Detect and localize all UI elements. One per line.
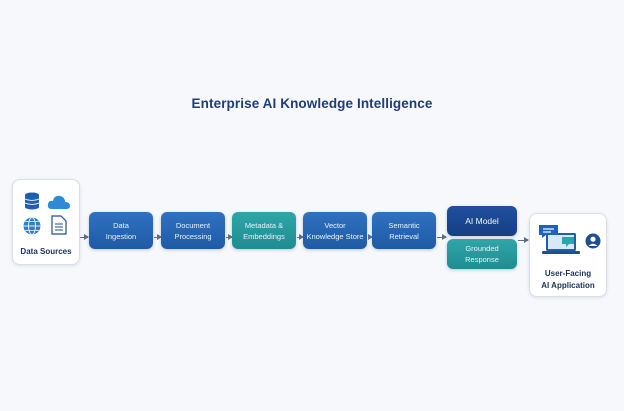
stage-line: Document [175, 220, 211, 230]
laptop-chat-icon [539, 225, 580, 254]
ai-model-label: AI Model [465, 215, 499, 226]
cloud-icon [47, 195, 70, 209]
arrow-retrieval-to-model [437, 234, 447, 240]
document-icon [51, 215, 67, 235]
stage-line: Processing [174, 231, 212, 241]
arrow-metadata-to-vector [297, 234, 304, 240]
ai-application-card: User-Facing AI Application [529, 213, 607, 297]
arrow-model-to-app [518, 237, 529, 243]
data-sources-card: Data Sources [12, 179, 80, 265]
response-line: Grounded [465, 244, 499, 253]
stage-line: Embeddings [243, 231, 285, 241]
stage-line: Knowledge Store [306, 231, 364, 241]
ai-model-box: AI Model [447, 206, 517, 236]
arrow-vector-to-retrieval [368, 234, 373, 240]
arrow-sources-to-ingestion [80, 234, 89, 240]
arrow-processing-to-metadata [226, 234, 233, 240]
arrow-ingestion-to-processing [154, 234, 162, 240]
app-line: AI Application [541, 281, 595, 290]
ai-application-label: User-Facing AI Application [530, 268, 606, 292]
user-icon [585, 233, 601, 249]
stage-line: Semantic [388, 220, 420, 230]
stage-line: Metadata & [244, 220, 284, 230]
app-line: User-Facing [544, 269, 592, 278]
database-icon [24, 192, 40, 210]
stage-metadata-embeddings: Metadata &Embeddings [232, 212, 296, 249]
data-sources-label: Data Sources [20, 247, 72, 256]
stage-line: Data [113, 220, 129, 230]
globe-icon [23, 217, 41, 235]
stage-line: Vector [324, 220, 346, 230]
diagram-title: Enterprise AI Knowledge Intelligence [191, 96, 433, 111]
stage-line: Ingestion [105, 231, 137, 241]
response-line: Response [465, 255, 499, 264]
stage-line: Retrieval [389, 231, 419, 241]
